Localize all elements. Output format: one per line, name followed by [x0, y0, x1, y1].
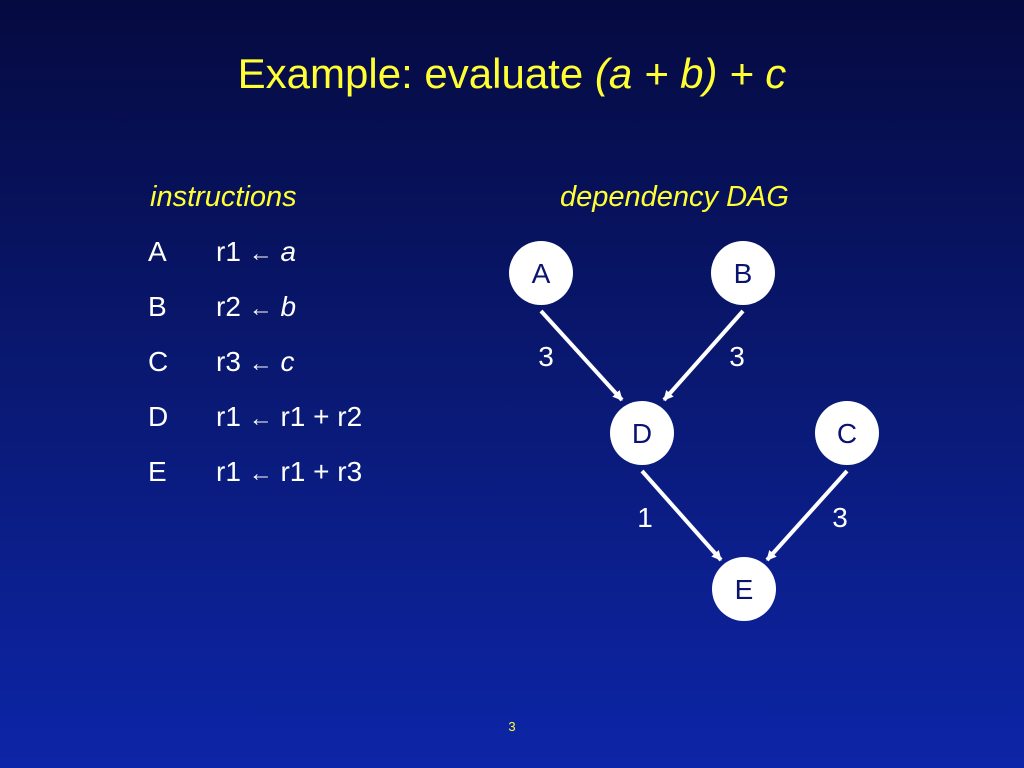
- instruction-src: r1 + r3: [280, 456, 363, 487]
- page-number: 3: [508, 719, 516, 734]
- dag-node-c: C: [815, 401, 879, 465]
- instruction-src: c: [280, 346, 295, 377]
- edge-b-d: [662, 309, 745, 402]
- node-label-d: D: [632, 418, 652, 449]
- node-label-b: B: [734, 258, 753, 289]
- assign-arrow-icon: ←: [248, 460, 273, 487]
- assign-arrow-icon: ←: [248, 240, 273, 267]
- instruction-dest: r1: [216, 401, 241, 432]
- instruction-src: b: [280, 291, 297, 322]
- node-label-c: C: [837, 418, 857, 449]
- edge-weight-a-d: 3: [538, 341, 554, 372]
- slide-title: Example: evaluate (a + b) + c: [0, 48, 1024, 100]
- instruction-label: A: [148, 236, 167, 267]
- edge-weight-c-e: 3: [832, 502, 848, 533]
- edge-weight-d-e: 1: [637, 502, 653, 533]
- assign-arrow-icon: ←: [248, 295, 273, 322]
- instruction-src: r1 + r2: [280, 401, 363, 432]
- assign-arrow-icon: ←: [248, 405, 273, 432]
- assign-arrow-icon: ←: [248, 350, 273, 377]
- instruction-dest: r1: [216, 236, 241, 267]
- dag-node-a: A: [509, 241, 573, 305]
- instruction-src: a: [280, 236, 297, 267]
- edge-d-e: [640, 469, 723, 562]
- node-label-a: A: [532, 258, 551, 289]
- instruction-label: E: [148, 456, 167, 487]
- instructions-heading: instructions: [150, 181, 297, 213]
- instruction-dest: r1: [216, 456, 241, 487]
- instruction-dest: r3: [216, 346, 241, 377]
- dag-node-d: D: [610, 401, 674, 465]
- instruction-dest: r2: [216, 291, 241, 322]
- edge-weight-b-d: 3: [729, 341, 745, 372]
- dag-heading: dependency DAG: [560, 181, 789, 213]
- title-prefix: Example: evaluate: [237, 50, 595, 97]
- edge-a-d: [539, 309, 624, 402]
- node-label-e: E: [735, 574, 754, 605]
- dag-node-b: B: [711, 241, 775, 305]
- instruction-label: D: [148, 401, 169, 432]
- instruction-label: C: [148, 346, 169, 377]
- title-expression: (a + b) + c: [594, 50, 787, 97]
- instruction-label: B: [148, 291, 167, 322]
- edge-c-e: [765, 469, 849, 562]
- dag-node-e: E: [712, 557, 776, 621]
